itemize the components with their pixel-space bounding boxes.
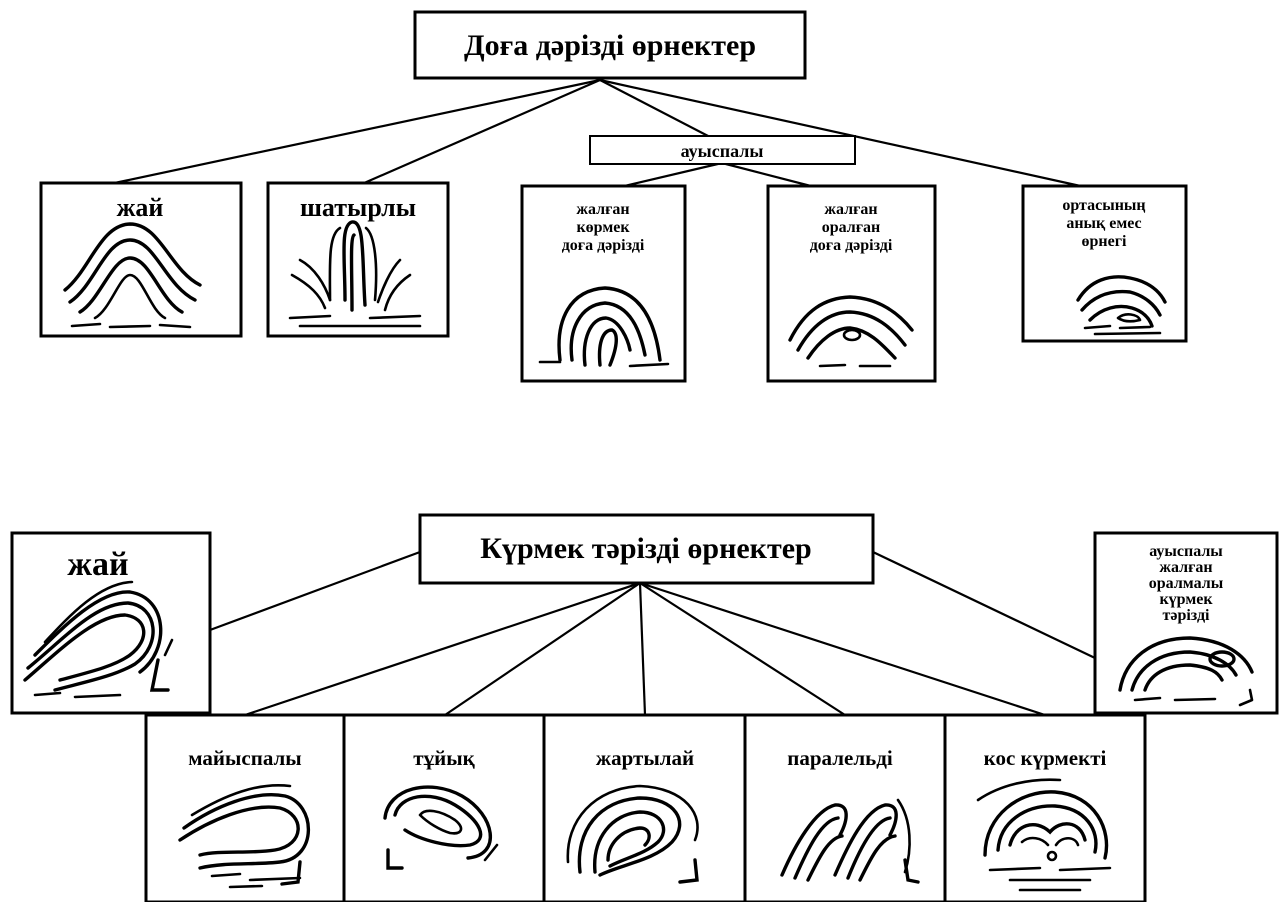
arch-box-label: оралған	[822, 219, 881, 236]
loop-title: Күрмек тәрізді өрнектер	[480, 532, 811, 565]
arch-box-label: ортасының	[1062, 197, 1145, 214]
arch-box-simple: жай	[39, 181, 243, 338]
false-whorl-arch-print-icon	[788, 295, 914, 368]
arch-box-label: жай	[117, 193, 164, 222]
simple-loop-print-icon	[23, 580, 174, 699]
arch-box-indistinct: ортасының анық емес өрнегі	[1021, 184, 1188, 343]
arch-box-label: доға дәрізді	[562, 237, 645, 254]
loop-box-closed: тұйық	[342, 713, 546, 902]
loop-box-label: оралмалы	[1149, 575, 1224, 592]
indistinct-print-icon	[1076, 275, 1167, 336]
loop-box-label: тұйық	[413, 746, 475, 770]
arch-box-tented: шатырлы	[266, 181, 450, 338]
loop-box-half: жартылай	[542, 713, 747, 902]
arch-box-label: доға дәрізді	[810, 237, 893, 254]
arch-box-label: өрнегі	[1082, 233, 1127, 250]
loop-box-label: жай	[67, 546, 128, 583]
loop-box-simple: жай	[10, 531, 212, 715]
parallel-loop-print-icon	[780, 798, 920, 884]
arch-box-label: шатырлы	[300, 193, 416, 222]
loop-connectors	[209, 550, 1096, 717]
arch-group-label: ауыспалы	[681, 141, 764, 161]
arch-box-label: жалған	[576, 201, 629, 218]
transitional-loop-print-icon	[1118, 636, 1254, 707]
arch-box-false-whorl-arch: жалған оралған доға дәрізді	[766, 184, 937, 383]
loop-box-label: паралельді	[787, 746, 893, 770]
loop-box-label: жартылай	[596, 746, 694, 770]
loop-box-label: ауыспалы	[1149, 543, 1223, 560]
half-loop-print-icon	[566, 784, 699, 884]
arch-group-node: ауыспалы	[589, 135, 856, 165]
loop-box-bent: майыспалы	[144, 713, 346, 902]
arch-box-label: анық емес	[1066, 215, 1141, 232]
simple-arch-print-icon	[63, 222, 202, 329]
arch-box-label: көрмек	[576, 219, 630, 236]
loop-box-label: кос күрмекті	[984, 746, 1107, 770]
closed-loop-print-icon	[383, 785, 499, 870]
loop-box-transitional: ауыспалы жалған оралмалы күрмек тәрізді	[1093, 531, 1279, 715]
arch-box-label: жалған	[824, 201, 877, 218]
arch-box-false-loop-arch: жалған көрмек доға дәрізді	[520, 184, 687, 383]
bent-loop-print-icon	[178, 784, 311, 889]
loop-box-parallel: паралельді	[743, 713, 947, 902]
loop-title-node: Күрмек тәрізді өрнектер	[418, 513, 875, 585]
arch-title-node: Доға дәрізді өрнектер	[413, 10, 807, 80]
loop-box-label: күрмек	[1159, 591, 1213, 608]
tented-arch-print-icon	[288, 220, 422, 328]
double-loop-print-icon	[976, 778, 1112, 892]
loop-box-label: тәрізді	[1163, 607, 1211, 624]
arch-connectors	[104, 78, 1086, 195]
loop-box-double: кос күрмекті	[943, 713, 1147, 902]
false-loop-arch-print-icon	[538, 286, 670, 368]
loop-box-label: майыспалы	[188, 746, 301, 770]
arch-title: Доға дәрізді өрнектер	[464, 29, 756, 62]
loop-box-label: жалған	[1159, 559, 1212, 576]
